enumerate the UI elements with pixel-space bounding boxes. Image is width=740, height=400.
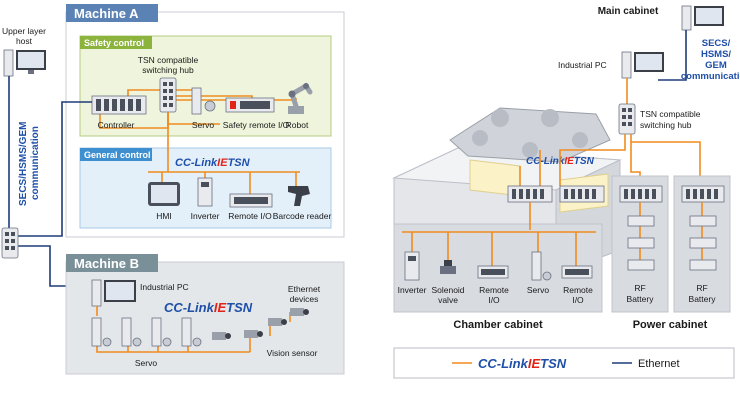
servo-icon xyxy=(191,87,216,115)
robot-label: Robot xyxy=(286,120,309,130)
power-cabinet-title: Power cabinet xyxy=(633,319,708,331)
safety-remote-io-label: Safety remote I/O xyxy=(223,120,290,130)
rf-battery-modules-2 xyxy=(689,215,717,271)
vision-sensor-label: Vision sensor xyxy=(267,348,318,358)
power-controller-2 xyxy=(681,185,725,203)
chamber-servo-label: Servo xyxy=(527,285,549,295)
right-hub-label-2: switching hub xyxy=(640,120,692,130)
chamber-controller-2 xyxy=(559,185,605,203)
machine-b-pc-label: Industrial PC xyxy=(140,282,189,292)
controller-icon xyxy=(91,95,147,115)
rf2-label-1: RF xyxy=(696,283,707,293)
safety-hub-label-2: switching hub xyxy=(142,65,194,75)
secs-right-1: SECS/ xyxy=(702,38,731,49)
svg-text:CC-LinkIETSN: CC-LinkIETSN xyxy=(478,356,567,371)
safety-control-panel xyxy=(79,35,332,137)
chamber-cabinet-title: Chamber cabinet xyxy=(453,319,543,331)
safety-remote-io-icon xyxy=(225,97,275,113)
chamber-remote-io-2-label-1: Remote xyxy=(563,285,593,295)
chamber-servo-icon xyxy=(531,251,552,281)
main-cabinet-title: Main cabinet xyxy=(598,6,659,17)
chamber-network-line xyxy=(402,202,596,266)
machine-b-title: Machine B xyxy=(74,256,139,271)
chamber-inverter-label: Inverter xyxy=(398,285,427,295)
solenoid-label-2: valve xyxy=(438,295,458,305)
machine-b-servo-label: Servo xyxy=(135,358,157,368)
right-hub xyxy=(618,103,636,135)
svg-text:CC-LinkIETSN: CC-LinkIETSN xyxy=(175,157,251,169)
chamber-remote-io-1-label-2: I/O xyxy=(488,295,500,305)
upper-host-label-1: Upper layer xyxy=(2,26,46,36)
safety-control-header xyxy=(80,36,152,49)
secs-vertical-2: communication xyxy=(30,126,41,200)
machine-b-servo-1 xyxy=(91,317,112,347)
safety-control-title: Safety control xyxy=(84,38,144,48)
machine-b-servo-3 xyxy=(151,317,172,347)
chamber-controller-1 xyxy=(507,185,553,203)
main-industrial-pc-icon xyxy=(621,51,664,79)
svg-text:CC-LinkIETSN: CC-LinkIETSN xyxy=(164,300,253,315)
inverter-icon xyxy=(197,177,213,207)
secs-right-3: GEM xyxy=(705,60,727,71)
secs-right-4: communication xyxy=(681,71,740,82)
svg-text:CC-LinkIETSN: CC-LinkIETSN xyxy=(526,156,595,167)
general-control-title: General control xyxy=(84,150,151,160)
vision-sensor-icons xyxy=(212,308,309,340)
main-top-pc-icon xyxy=(681,5,724,31)
general-control-header xyxy=(80,148,152,161)
main-secs-line xyxy=(658,30,687,81)
secs-right-2: HSMS/ xyxy=(701,49,731,60)
left-hub xyxy=(1,227,19,259)
machine-b-header xyxy=(66,254,158,272)
inverter-label: Inverter xyxy=(191,211,220,221)
chamber-remote-io-1-label-1: Remote xyxy=(479,285,509,295)
ethernet-devices-label-2: devices xyxy=(290,294,319,304)
chamber-remote-io-2-label-2: I/O xyxy=(572,295,584,305)
upper-host-pc-icon xyxy=(3,49,46,77)
chamber-inverter-icon xyxy=(404,251,420,281)
solenoid-label-1: Solenoid xyxy=(431,285,464,295)
machine-b-network-line xyxy=(96,306,291,353)
safety-hub xyxy=(159,77,177,113)
main-industrial-pc-label: Industrial PC xyxy=(558,60,607,70)
solenoid-valve-icon xyxy=(440,260,456,274)
machine-b-pc-icon xyxy=(91,279,136,307)
remote-io-label: Remote I/O xyxy=(228,211,272,221)
controller-label: Controller xyxy=(98,120,135,130)
cclink-logo-machine: CC-LinkIETSN xyxy=(526,156,595,167)
chamber-remote-io-1-icon xyxy=(477,265,509,279)
machine-a-title: Machine A xyxy=(74,6,139,21)
servo-label: Servo xyxy=(192,120,214,130)
machine-b-servo-4 xyxy=(181,317,202,347)
secs-vertical-1: SECS/HSMS/GEM xyxy=(18,122,29,206)
remote-io-icon xyxy=(229,193,273,208)
power-network-line xyxy=(639,202,703,270)
rf-battery-modules-1 xyxy=(627,215,655,271)
right-hub-label-1: TSN compatible xyxy=(640,109,701,119)
machine-a-header xyxy=(66,4,158,22)
upper-host-label-2: host xyxy=(16,36,33,46)
barcode-reader-icon xyxy=(288,186,310,206)
chamber-remote-io-2-icon xyxy=(561,265,593,279)
rf2-label-2: Battery xyxy=(689,294,717,304)
machine-b-servo-2 xyxy=(121,317,142,347)
robot-icon xyxy=(288,82,313,114)
hmi-icon xyxy=(148,182,180,206)
cclink-logo-legend: CC-LinkIETSN xyxy=(478,356,567,371)
hmi-label: HMI xyxy=(156,211,172,221)
cclink-logo-machine-b: CC-LinkIETSN xyxy=(164,300,253,315)
rf1-label-2: Battery xyxy=(627,294,655,304)
safety-hub-label-1: TSN compatible xyxy=(138,55,199,65)
general-network-line xyxy=(148,112,300,196)
legend-box xyxy=(393,347,735,379)
right-trunk-lines xyxy=(519,134,701,186)
barcode-reader-label: Barcode reader xyxy=(273,211,332,221)
power-controller-1 xyxy=(619,185,663,203)
ethernet-devices-label-1: Ethernet xyxy=(288,284,321,294)
rf1-label-1: RF xyxy=(634,283,645,293)
cclink-logo-general: CC-LinkIETSN xyxy=(175,157,251,169)
legend-ethernet-label: Ethernet xyxy=(638,358,680,370)
